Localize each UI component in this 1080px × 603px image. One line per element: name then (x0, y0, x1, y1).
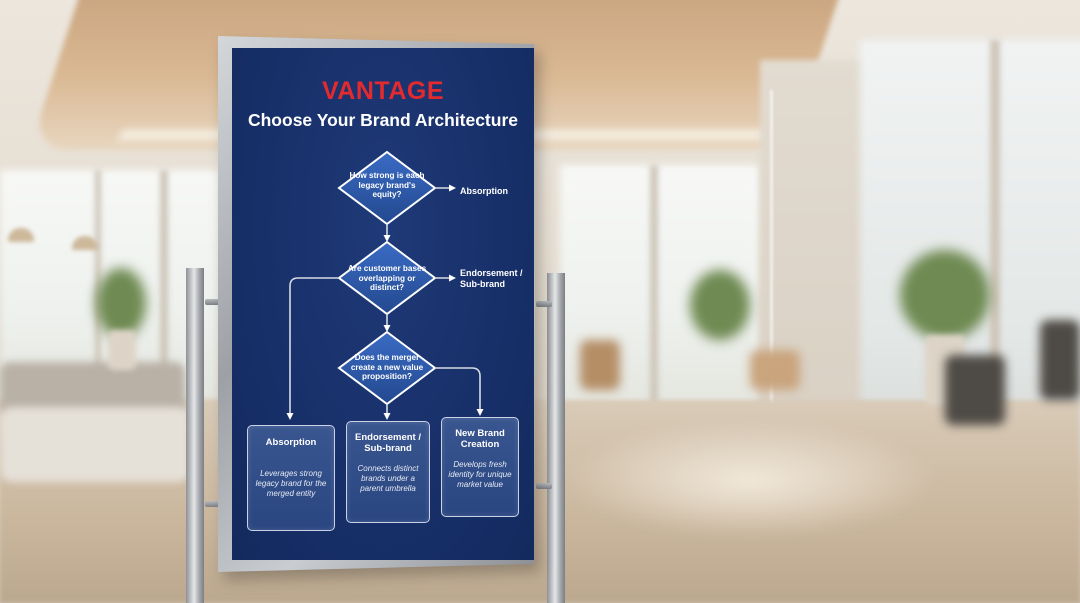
stand-pole-left (186, 268, 204, 603)
plant (900, 250, 990, 340)
decision-question-1: How strong is each legacy brand's equity… (349, 171, 425, 199)
glass-partition-edge (770, 90, 773, 490)
plant-pot (108, 330, 136, 370)
result-card-absorption: Absorption Leverages strong legacy brand… (247, 425, 335, 531)
stand-clamp (205, 501, 221, 507)
result-description: Leverages strong legacy brand for the me… (255, 469, 327, 498)
result-title: Endorsement / Sub-brand (355, 432, 421, 454)
flowchart-poster: VANTAGE Choose Your Brand Architecture H… (232, 48, 534, 560)
result-card-new-brand: New Brand Creation Develops fresh identi… (441, 417, 519, 517)
window-mullion (650, 165, 658, 405)
plant (96, 268, 146, 338)
decision-question-3: Does the merger create a new value propo… (350, 353, 424, 381)
pendant-lamp (8, 228, 34, 242)
office-chair (945, 355, 1005, 425)
stand-clamp (205, 299, 221, 305)
result-title: New Brand Creation (455, 428, 505, 450)
result-title: Absorption (265, 437, 317, 448)
arrow-down-icon (286, 277, 339, 420)
result-card-endorsement: Endorsement / Sub-brand Connects distinc… (346, 421, 430, 523)
monitor (1040, 320, 1080, 400)
result-description: Connects distinct brands under a parent … (357, 464, 419, 493)
outcome-label-1: Absorption (460, 186, 508, 196)
window-mullion (160, 170, 168, 400)
decision-question-2: Are customer bases overlapping or distin… (347, 264, 427, 292)
plant (690, 270, 750, 340)
pendant-lamp (72, 236, 98, 250)
stand-clamp (536, 483, 552, 489)
window-mullion (990, 40, 1000, 460)
brand-logo: VANTAGE (321, 77, 445, 105)
stand-pole-right (547, 273, 565, 603)
result-description: Develops fresh identity for unique marke… (448, 460, 512, 489)
floor-reflection (560, 420, 940, 540)
flowchart-diagram (286, 150, 484, 420)
arrow-down-icon (435, 367, 484, 416)
lounge-chair (580, 340, 620, 390)
lounge-chair (750, 350, 800, 390)
poster-title: Choose Your Brand Architecture (247, 110, 518, 130)
sofa (0, 362, 190, 492)
window-mullion (95, 170, 101, 400)
stand-clamp (536, 301, 552, 307)
outcome-label-2: Endorsement / Sub-brand (460, 268, 523, 289)
